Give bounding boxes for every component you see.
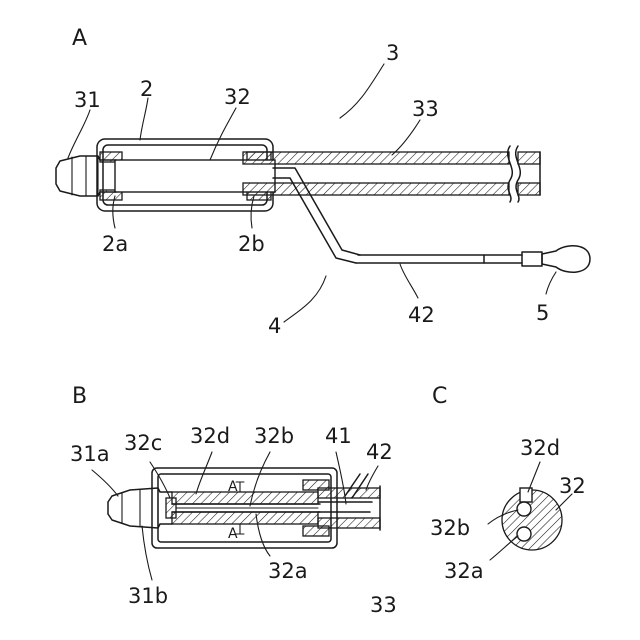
label-31b: 31b <box>128 584 168 608</box>
tube-33-top-wall <box>243 152 509 164</box>
label-2b: 2b <box>238 232 265 256</box>
leader-42 <box>400 264 418 298</box>
leader-32d-c <box>528 462 540 492</box>
leader-4 <box>284 276 326 322</box>
tube-42 <box>356 255 522 263</box>
label-42: 42 <box>408 303 435 327</box>
leader-32 <box>210 108 236 160</box>
label-32: 32 <box>224 85 251 109</box>
label-33: 33 <box>412 97 439 121</box>
panel-b-letter: B <box>72 384 87 409</box>
label-32b: 32b <box>254 424 294 448</box>
tube-33-top-wall-end <box>518 152 540 164</box>
seal-32c <box>166 498 176 518</box>
leader-31b <box>142 526 152 580</box>
label-32b-c: 32b <box>430 516 470 540</box>
label-2a: 2a <box>102 232 128 256</box>
leader-42-b <box>366 466 378 490</box>
section-label-top: A <box>228 479 238 495</box>
shaft-32-hatched-lower <box>172 512 318 524</box>
section-label-bottom: A <box>228 526 238 542</box>
label-32a: 32a <box>268 559 308 583</box>
tube-33-bottom-wall <box>243 183 509 195</box>
leader-33 <box>392 120 420 155</box>
tube-41 <box>318 502 372 512</box>
leader-5 <box>546 272 556 294</box>
label-32d: 32d <box>190 424 230 448</box>
label-2: 2 <box>140 77 153 101</box>
label-32d-c: 32d <box>520 436 560 460</box>
panel-a: A <box>56 26 590 338</box>
tube-33-bottom-wall-end <box>518 183 540 195</box>
leader-31 <box>68 110 90 158</box>
label-5: 5 <box>536 301 549 325</box>
label-32c: 32c <box>124 431 162 455</box>
label-42-b: 42 <box>366 440 393 464</box>
label-31: 31 <box>74 88 101 112</box>
lumen-32b-circle <box>517 502 531 516</box>
bulb-5 <box>542 246 590 273</box>
panel-c: C 32d 32 32b 32a <box>430 384 586 583</box>
slot-32d <box>520 488 532 502</box>
leader-32d <box>196 452 212 494</box>
label-41: 41 <box>325 424 352 448</box>
tube-33-b-bottom <box>318 518 380 528</box>
lumen-32a-circle <box>517 527 531 541</box>
leader-3 <box>340 64 384 118</box>
label-33-b: 33 <box>370 593 397 617</box>
leader-31a <box>92 470 118 496</box>
label-3: 3 <box>386 41 399 65</box>
branch-tube-4-upper <box>273 168 360 255</box>
label-31a: 31a <box>70 442 110 466</box>
nozzle-31-ribs <box>72 156 98 196</box>
label-32a-c: 32a <box>444 559 484 583</box>
leader-2 <box>140 98 148 140</box>
label-4: 4 <box>268 314 281 338</box>
panel-b: B A A <box>70 384 397 617</box>
label-32-c: 32 <box>559 474 586 498</box>
bulb-5-connector <box>522 252 542 266</box>
panel-c-letter: C <box>432 384 447 409</box>
leader-2a <box>113 196 115 228</box>
panel-a-letter: A <box>72 26 87 51</box>
leader-32a-c <box>490 536 518 560</box>
leader-2b <box>251 196 254 228</box>
shaft-32-hatched-upper <box>172 492 318 504</box>
